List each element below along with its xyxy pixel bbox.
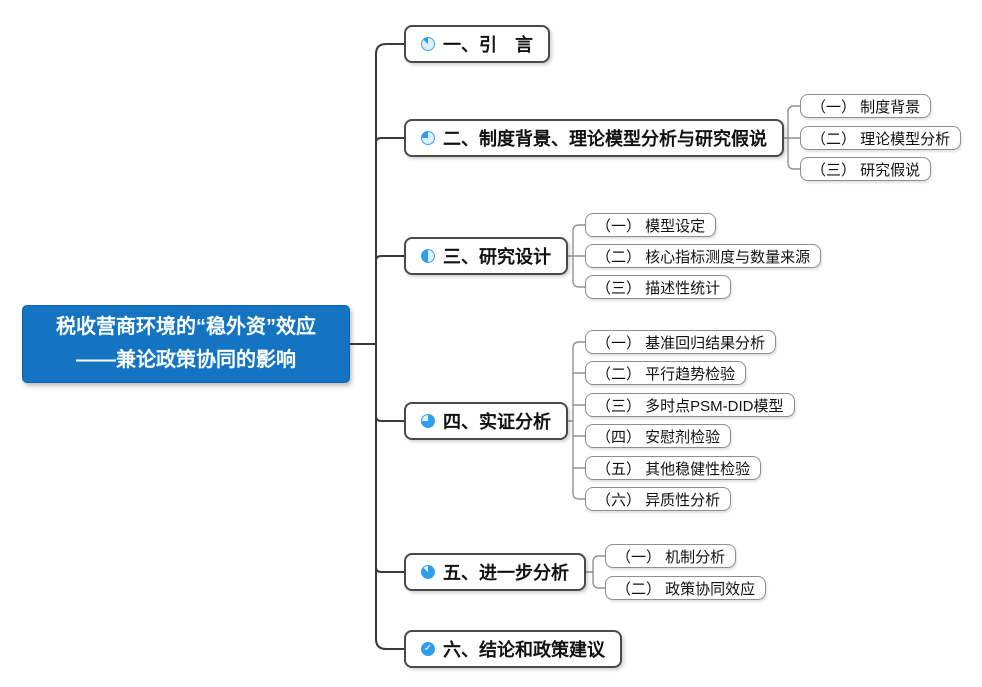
sub-topic[interactable]: （一） 模型设定 [585,213,717,237]
branch-label: 三、研究设计 [443,247,551,267]
sub-topic-label: （三） 描述性统计 [596,279,721,297]
branch-label: 二、制度背景、理论模型分析与研究假说 [443,129,767,149]
branch3-connector [375,255,405,262]
root-title-line2: ——兼论政策协同的影响 [76,349,296,371]
sub-topic-label: （三） 研究假说 [811,161,921,179]
branch-conclusion[interactable]: 六、结论和政策建议 [404,630,622,668]
sub-topic[interactable]: （二） 平行趋势检验 [585,361,747,385]
sub-topic-label: （三） 多时点PSM-DID模型 [596,397,784,415]
sub-topic-label: （五） 其他稳健性检验 [596,460,751,478]
branch-background-theory[interactable]: 二、制度背景、理论模型分析与研究假说 [404,119,784,157]
sub-topic-label: （二） 政策协同效应 [616,580,756,598]
sub-topic[interactable]: （一） 基准回归结果分析 [585,330,777,354]
sub-topic-label: （二） 平行趋势检验 [596,365,736,383]
branch4-connector [375,415,405,422]
branch-label: 六、结论和政策建议 [443,640,605,660]
main-trunk [375,43,405,650]
sub-topic[interactable]: （五） 其他稳健性检验 [585,456,762,480]
branch2-child-bracket [787,105,801,170]
branch-introduction[interactable]: 一、引 言 [404,25,550,63]
sub-topic-label: （一） 模型设定 [596,217,706,235]
branch-label: 四、实证分析 [443,412,551,432]
sub-topic-label: （一） 机制分析 [616,548,726,566]
progress-1-8-icon[interactable] [421,37,435,51]
progress-7-8-icon[interactable] [421,565,435,579]
branch2-connector [375,137,405,144]
branch-empirical-analysis[interactable]: 四、实证分析 [404,402,568,440]
sub-topic[interactable]: （三） 多时点PSM-DID模型 [585,393,795,417]
sub-topic-label: （一） 制度背景 [811,98,921,116]
sub-topic-label: （一） 基准回归结果分析 [596,334,766,352]
sub-topic[interactable]: （二） 政策协同效应 [605,576,767,600]
branch3-child-bracket [572,224,586,288]
branch5-child-bracket [592,555,606,589]
root-topic[interactable]: 税收营商环境的“稳外资”效应 ——兼论政策协同的影响 [22,305,350,383]
branch5-connector [375,566,405,573]
branch-label: 五、进一步分析 [443,563,569,583]
sub-topic[interactable]: （三） 描述性统计 [585,275,732,299]
sub-topic[interactable]: （二） 理论模型分析 [800,126,962,150]
sub-topic-label: （六） 异质性分析 [596,491,721,509]
sub-topic[interactable]: （四） 安慰剂检验 [585,424,732,448]
sub-topic[interactable]: （六） 异质性分析 [585,487,732,511]
sub-topic[interactable]: （三） 研究假说 [800,157,932,181]
sub-topic[interactable]: （一） 机制分析 [605,544,737,568]
progress-3-4-icon[interactable] [421,414,435,428]
progress-done-icon[interactable] [421,642,435,656]
sub-topic[interactable]: （二） 核心指标测度与数量来源 [585,244,822,268]
sub-topic-label: （二） 核心指标测度与数量来源 [596,248,811,266]
branch-further-analysis[interactable]: 五、进一步分析 [404,553,586,591]
branch-label: 一、引 言 [443,35,533,55]
branch4-child-bracket [572,341,586,500]
sub-topic-label: （四） 安慰剂检验 [596,428,721,446]
progress-1-2-icon[interactable] [421,249,435,263]
branch-research-design[interactable]: 三、研究设计 [404,237,568,275]
progress-1-4-icon[interactable] [421,131,435,145]
root-title-line1: 税收营商环境的“稳外资”效应 [56,316,316,338]
sub-topic-label: （二） 理论模型分析 [811,130,951,148]
sub-topic[interactable]: （一） 制度背景 [800,94,932,118]
